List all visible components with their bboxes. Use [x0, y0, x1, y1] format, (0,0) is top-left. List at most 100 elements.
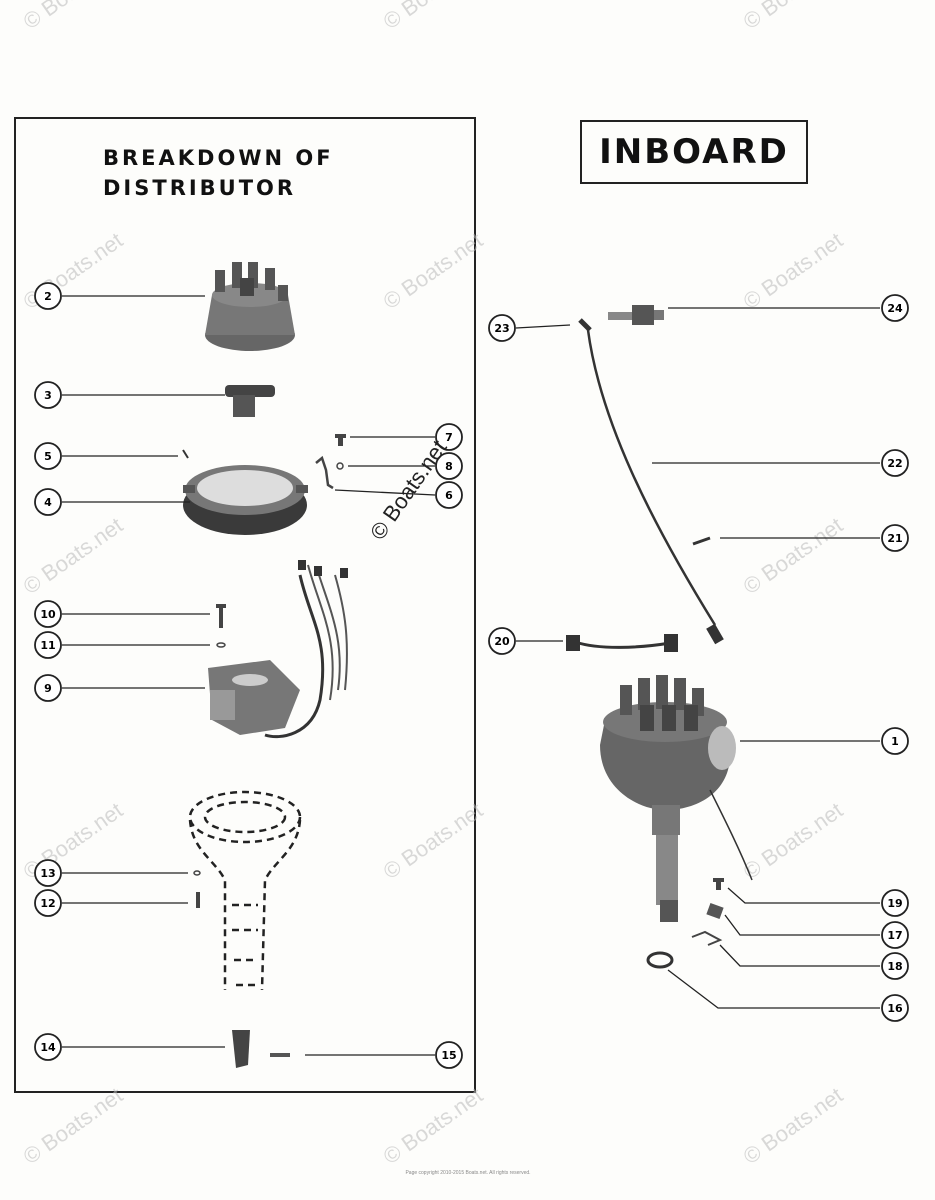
callout-12: 12 — [34, 889, 62, 917]
callout-number: 18 — [887, 960, 902, 973]
watermarks: © Boats.net © Boats.net © Boats.net © Bo… — [19, 0, 848, 1169]
callout-number: 4 — [44, 496, 52, 509]
callout-2: 2 — [34, 282, 62, 310]
callout-circle — [34, 674, 62, 702]
watermark: © Boats.net — [379, 0, 488, 34]
pickup-assembly-part — [208, 560, 348, 739]
screw-washer-clamp-parts — [315, 434, 346, 490]
callout-number: 19 — [887, 897, 902, 910]
callout-7: 7 — [435, 423, 463, 451]
callout-number: 20 — [494, 635, 510, 648]
callout-number: 11 — [40, 639, 55, 652]
callout-number: 21 — [887, 532, 902, 545]
watermark: © Boats.net — [739, 227, 848, 314]
callout-circle — [881, 727, 909, 755]
callout-number: 1 — [891, 735, 899, 748]
callout-23: 23 — [488, 314, 516, 342]
watermark: © Boats.net — [19, 1082, 128, 1169]
watermark: © Boats.net — [379, 1082, 488, 1169]
callout-14: 14 — [34, 1033, 62, 1061]
callout-3: 3 — [34, 381, 62, 409]
callout-circle — [435, 423, 463, 451]
callout-number: 17 — [887, 929, 902, 942]
callout-number: 6 — [445, 489, 453, 502]
callout-10: 10 — [34, 600, 62, 628]
callout-number: 3 — [44, 389, 52, 402]
callout-20: 20 — [488, 627, 516, 655]
callout-circle — [435, 1041, 463, 1069]
callout-circle — [881, 994, 909, 1022]
ignition-wire-part — [578, 318, 724, 645]
watermark: © Boats.net — [379, 797, 488, 884]
callout-number: 2 — [44, 290, 52, 303]
callout-number: 22 — [887, 457, 902, 470]
watermark: © Boats.net — [739, 512, 848, 599]
callout-circle — [488, 627, 516, 655]
callout-8: 8 — [435, 452, 463, 480]
callout-5: 5 — [34, 442, 62, 470]
callout-number: 24 — [887, 302, 903, 315]
breakdown-title: BREAKDOWN OF DISTRIBUTOR — [103, 143, 443, 203]
short-lead-part — [566, 634, 678, 652]
callout-21: 21 — [881, 524, 909, 552]
distributor-hardware-parts — [646, 878, 724, 969]
callout-circle — [34, 889, 62, 917]
callout-circle — [881, 294, 909, 322]
callout-circle — [34, 859, 62, 887]
callout-circle — [34, 631, 62, 659]
callout-15: 15 — [435, 1041, 463, 1069]
breakdown-title-line2: DISTRIBUTOR — [103, 176, 297, 200]
callout-number: 13 — [40, 867, 55, 880]
pickup-screw-washer-parts — [216, 604, 226, 648]
footer-note: Page copyright 2010-2015 Boats.net. All … — [405, 1170, 531, 1176]
gear-pin-parts — [232, 1030, 290, 1068]
callout-circle — [435, 481, 463, 509]
housing-screw-washer-parts — [193, 870, 201, 908]
callout-number: 12 — [40, 897, 55, 910]
callout-circle — [34, 1033, 62, 1061]
spark-plug-part — [608, 305, 664, 325]
callout-circle — [881, 921, 909, 949]
contact-spring-part — [692, 536, 711, 546]
callout-17: 17 — [881, 921, 909, 949]
callout-number: 8 — [445, 460, 453, 473]
inboard-label-box: INBOARD — [580, 120, 808, 184]
callout-number: 16 — [887, 1002, 903, 1015]
callout-circle — [34, 282, 62, 310]
watermark: © Boats.net — [739, 0, 848, 34]
callout-number: 7 — [445, 431, 453, 444]
distributor-cap-part — [205, 262, 295, 351]
watermark: © Boats.net — [19, 0, 128, 34]
distributor-breakdown-frame — [14, 117, 476, 1093]
callout-number: 10 — [40, 608, 56, 621]
inboard-label: INBOARD — [599, 132, 789, 172]
callout-circle — [34, 381, 62, 409]
housing-outline — [188, 790, 302, 991]
callout-circle — [435, 452, 463, 480]
callout-number: 23 — [494, 322, 509, 335]
callout-number: 9 — [44, 682, 52, 695]
callout-19: 19 — [881, 889, 909, 917]
leader-lines — [62, 295, 880, 1056]
breakdown-title-line1: BREAKDOWN OF — [103, 146, 334, 170]
callout-number: 15 — [441, 1049, 456, 1062]
callout-13: 13 — [34, 859, 62, 887]
callout-9: 9 — [34, 674, 62, 702]
callout-circle — [34, 600, 62, 628]
callout-22: 22 — [881, 449, 909, 477]
callout-11: 11 — [34, 631, 62, 659]
breaker-plate-part — [183, 465, 308, 535]
watermark: © Boats.net — [739, 1082, 848, 1169]
callout-circle — [881, 889, 909, 917]
watermark: © Boats.net — [379, 227, 488, 314]
callout-circle — [34, 488, 62, 516]
callout-16: 16 — [881, 994, 909, 1022]
callout-circle — [881, 524, 909, 552]
callout-4: 4 — [34, 488, 62, 516]
distributor-assembly-part — [600, 675, 753, 922]
callout-circle — [881, 449, 909, 477]
callout-number: 5 — [44, 450, 52, 463]
watermark: © Boats.net — [19, 227, 128, 314]
